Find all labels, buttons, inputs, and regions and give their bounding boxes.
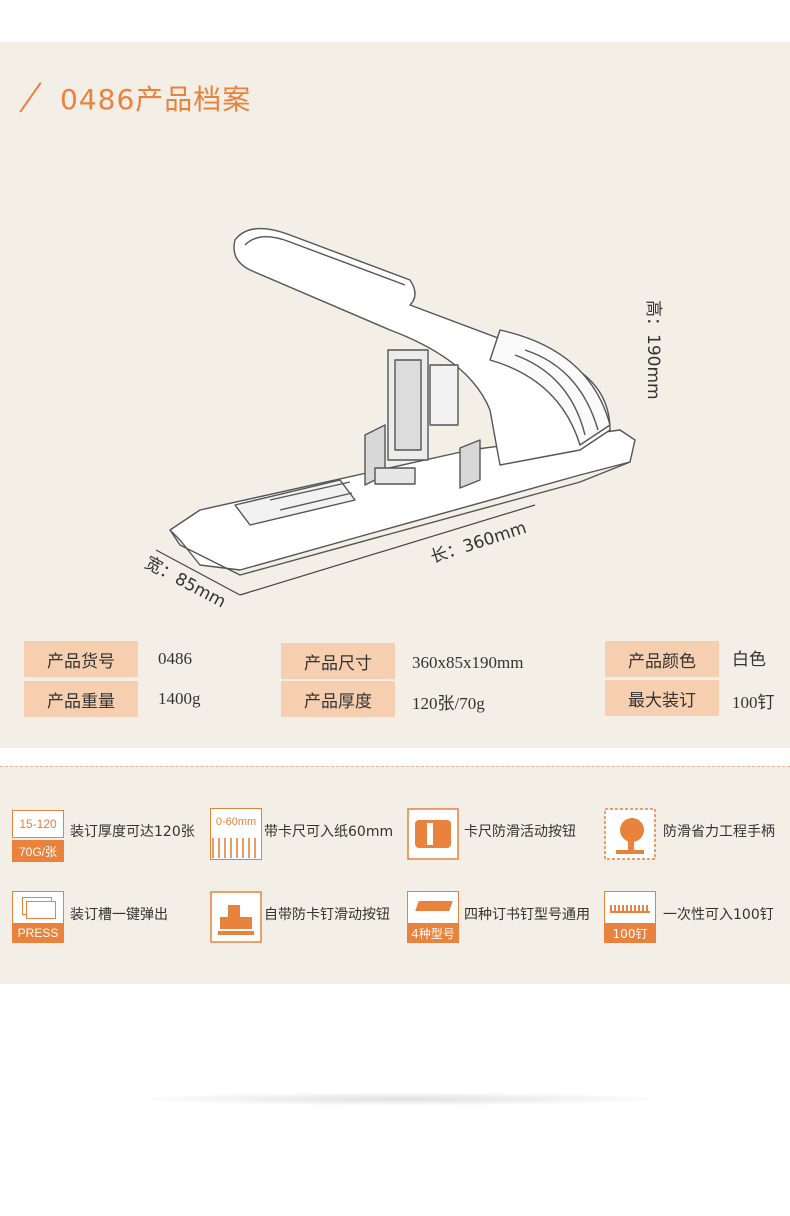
feature-text-handle: 防滑省力工程手柄: [663, 824, 775, 840]
staple-types-label: 4种型号: [407, 923, 459, 943]
spec-value-weight: 1400g: [158, 689, 201, 708]
spec-label-weight: 产品重量: [24, 681, 138, 717]
thickness-range: 15-120: [12, 810, 64, 838]
spec-label-item-no: 产品货号: [24, 641, 138, 677]
feature-text-slider: 卡尺防滑活动按钮: [464, 824, 576, 840]
spec-label-thickness: 产品厚度: [281, 681, 395, 717]
spec-value-thickness: 120张/70g: [412, 693, 485, 713]
slider-icon: [407, 808, 459, 860]
staple-types-icon: 4种型号: [407, 891, 459, 943]
ruler-icon: 0-60mm: [210, 808, 262, 860]
spec-value-item-no: 0486: [158, 649, 192, 668]
spec-value-color: 白色: [732, 649, 766, 669]
feature-text-anti-jam: 自带防卡钉滑动按钮: [264, 907, 390, 923]
spec-label-size: 产品尺寸: [281, 643, 395, 679]
ruler-range: 0-60mm: [215, 816, 257, 828]
divider-shadow: [120, 1092, 680, 1106]
press-label: PRESS: [12, 923, 64, 943]
spec-value-max-staples: 100钉: [732, 692, 775, 712]
feature-text-press: 装订槽一键弹出: [70, 907, 168, 923]
feature-text-staple-types: 四种订书钉型号通用: [464, 907, 590, 923]
thickness-icon: 15-120 70G/张: [12, 810, 64, 862]
handle-icon: [604, 808, 656, 860]
staple-load-icon: 100钉: [604, 891, 656, 943]
staple-load-label: 100钉: [604, 923, 656, 943]
features-panel: [0, 766, 790, 984]
feature-text-thickness: 装订厚度可达120张: [70, 824, 195, 840]
stapler-icon: [210, 891, 262, 943]
height-dimension-label: 高：190mm: [643, 300, 663, 400]
spec-value-size: 360x85x190mm: [412, 653, 524, 672]
feature-text-ruler: 带卡尺可入纸60mm: [264, 824, 394, 840]
feature-text-staple-load: 一次性可入100钉: [663, 907, 774, 923]
stapler-illustration: [155, 227, 636, 596]
spec-label-max-staples: 最大装订: [605, 680, 719, 716]
page-title: 0486产品档案: [60, 83, 252, 116]
thickness-unit: 70G/张: [12, 840, 64, 862]
spec-label-color: 产品颜色: [605, 641, 719, 677]
title-block: 0486产品档案: [30, 78, 251, 118]
press-icon: PRESS: [12, 891, 64, 943]
title-slash-icon: [30, 80, 60, 116]
